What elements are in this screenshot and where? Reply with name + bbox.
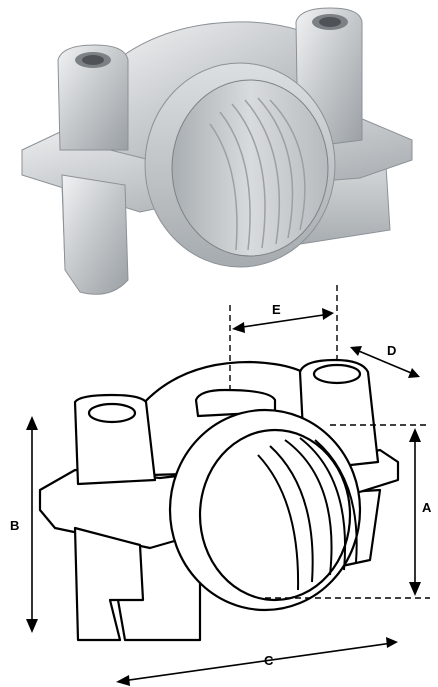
- dimension-e-label: E: [272, 302, 281, 317]
- drawing-left-bolt-hole: [87, 402, 137, 424]
- dimension-d-label: D: [387, 343, 396, 358]
- dimension-c-label: C: [264, 653, 274, 668]
- cleat-photo: [21, 7, 413, 295]
- dimension-lines: [229, 285, 430, 599]
- dimension-b-label: B: [10, 518, 19, 533]
- dimension-a-arrow: [409, 428, 421, 596]
- dimension-d-arrow: [350, 346, 420, 378]
- drawing-right-bolt-hole: [312, 363, 362, 385]
- drawing-ring-bore: [198, 428, 352, 602]
- dimension-e-arrow: [232, 308, 334, 333]
- dimension-b-arrow: [26, 416, 38, 633]
- dimension-c-arrow: [116, 637, 398, 686]
- dimension-a-label: A: [422, 500, 432, 515]
- photo-left-post: [57, 44, 129, 151]
- cleat-line-drawing: [38, 358, 400, 642]
